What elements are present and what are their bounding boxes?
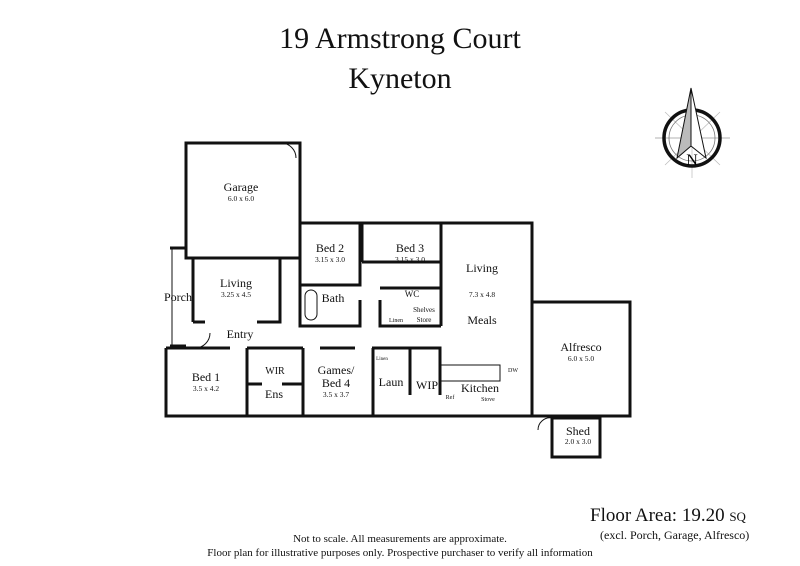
north-arrow-icon: N: [655, 87, 730, 178]
room-wir: WIR: [265, 366, 285, 377]
property-suburb: Kyneton: [348, 62, 452, 95]
room-wc: WC: [405, 289, 420, 299]
room-bed1: Bed 1: [192, 370, 220, 384]
room-bed2: Bed 2: [316, 241, 344, 255]
room-store: Store: [417, 316, 432, 324]
walls: [164, 141, 632, 459]
room-ens: Ens: [265, 387, 283, 401]
room-linen-laundry: Linen: [376, 357, 388, 362]
living-front-dimensions: 3.25 x 4.5: [221, 290, 251, 299]
garage-dimensions: 6.0 x 6.0: [228, 194, 255, 203]
room-bath: Bath: [322, 291, 345, 305]
floor-area: Floor Area: 19.20 SQ: [590, 505, 746, 527]
room-bed3: Bed 3: [396, 241, 424, 255]
shed-dimensions: 2.0 x 3.0: [565, 437, 592, 446]
disclaimer-scale: Not to scale. All measurements are appro…: [293, 533, 507, 545]
room-wip: WIP: [416, 378, 438, 392]
room-bed4: Bed 4: [322, 376, 350, 390]
garage-walls: [184, 141, 302, 260]
shed-walls: [550, 416, 602, 459]
room-linen-hall: Linen: [389, 318, 403, 324]
room-shed: Shed: [566, 424, 590, 438]
alfresco-dimensions: 6.0 x 5.0: [568, 354, 595, 363]
floor-area-unit: SQ: [729, 509, 746, 524]
room-meals: Meals: [467, 313, 497, 327]
north-label: N: [686, 152, 698, 169]
dw-label: DW: [508, 368, 518, 374]
disclaimer-illustrative: Floor plan for illustrative purposes onl…: [207, 547, 593, 559]
room-shelves: Shelves: [413, 306, 435, 314]
room-laundry: Laun: [379, 375, 404, 389]
floor-area-value: Floor Area: 19.20: [590, 505, 725, 526]
property-address: 19 Armstrong Court: [279, 22, 521, 55]
stove-label: Stove: [481, 397, 495, 403]
room-porch: Porch: [164, 290, 192, 304]
ref-label: Ref: [446, 394, 455, 401]
room-garage: Garage: [224, 180, 259, 194]
living-main-dimensions: 7.3 x 4.8: [469, 290, 496, 299]
room-alfresco: Alfresco: [560, 340, 601, 354]
room-entry: Entry: [227, 327, 254, 341]
room-living-front: Living: [220, 276, 252, 290]
games-dimensions: 3.5 x 3.7: [323, 390, 350, 399]
bed1-dimensions: 3.5 x 4.2: [193, 384, 220, 393]
bed2-dimensions: 3.15 x 3.0: [315, 255, 345, 264]
bed3-dimensions: 3.15 x 3.0: [395, 255, 425, 264]
room-kitchen: Kitchen: [461, 381, 499, 395]
room-living-main: Living: [466, 261, 498, 275]
floor-area-exclusions: (excl. Porch, Garage, Alfresco): [600, 528, 750, 542]
room-games: Games/: [318, 363, 355, 377]
